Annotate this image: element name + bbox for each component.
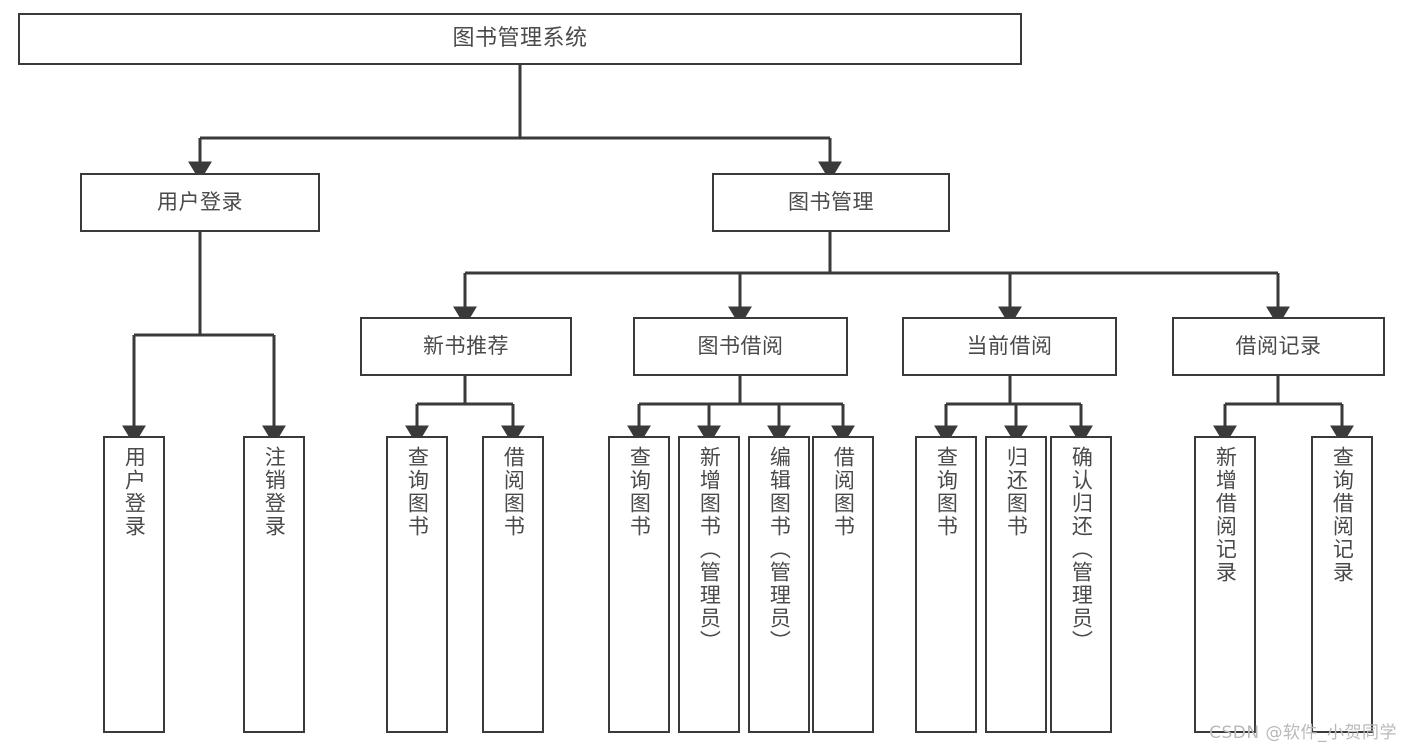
leaf-query-book-2-label: 查询图书 [627,446,652,538]
leaf-add-borrow-record[interactable]: 新增借阅记录 [1194,436,1256,733]
node-book-borrow[interactable]: 图书借阅 [633,317,848,376]
leaf-confirm-return[interactable]: 确认归还（管理员） [1050,436,1112,733]
leaf-edit-book-label: 编辑图书（管理员） [767,446,792,653]
node-book-management[interactable]: 图书管理 [712,173,950,232]
leaf-query-borrow-record-label: 查询借阅记录 [1330,446,1355,584]
node-book-management-label: 图书管理 [788,189,874,214]
leaf-return-book-label: 归还图书 [1004,446,1029,538]
node-new-book-recommend[interactable]: 新书推荐 [360,317,572,376]
leaf-query-book-3-label: 查询图书 [934,446,959,538]
leaf-borrow-book-2[interactable]: 借阅图书 [812,436,874,733]
leaf-borrow-book-2-label: 借阅图书 [831,446,856,538]
leaf-query-borrow-record[interactable]: 查询借阅记录 [1311,436,1373,733]
leaf-borrow-book-1[interactable]: 借阅图书 [482,436,544,733]
leaf-edit-book[interactable]: 编辑图书（管理员） [748,436,810,733]
node-borrow-record[interactable]: 借阅记录 [1172,317,1385,376]
leaf-logout-login-label: 注销登录 [262,446,287,538]
node-current-borrow-label: 当前借阅 [966,333,1053,358]
leaf-user-login[interactable]: 用户登录 [103,436,165,733]
node-user-login-label: 用户登录 [157,189,243,214]
leaf-query-book-1-label: 查询图书 [405,446,430,538]
leaf-query-book-1[interactable]: 查询图书 [386,436,448,733]
node-root-label: 图书管理系统 [452,25,588,51]
node-new-book-recommend-label: 新书推荐 [423,333,509,358]
node-current-borrow[interactable]: 当前借阅 [902,317,1117,376]
leaf-query-book-2[interactable]: 查询图书 [608,436,670,733]
node-book-borrow-label: 图书借阅 [697,333,784,358]
leaf-logout-login[interactable]: 注销登录 [243,436,305,733]
leaf-add-book[interactable]: 新增图书（管理员） [678,436,740,733]
leaf-user-login-label: 用户登录 [122,446,147,538]
leaf-confirm-return-label: 确认归还（管理员） [1069,446,1094,653]
leaf-add-borrow-record-label: 新增借阅记录 [1213,446,1238,584]
node-root[interactable]: 图书管理系统 [18,13,1022,65]
leaf-query-book-3[interactable]: 查询图书 [915,436,977,733]
node-user-login[interactable]: 用户登录 [80,173,320,232]
leaf-borrow-book-1-label: 借阅图书 [501,446,526,538]
leaf-return-book[interactable]: 归还图书 [985,436,1047,733]
leaf-add-book-label: 新增图书（管理员） [697,446,722,653]
node-borrow-record-label: 借阅记录 [1235,333,1322,358]
